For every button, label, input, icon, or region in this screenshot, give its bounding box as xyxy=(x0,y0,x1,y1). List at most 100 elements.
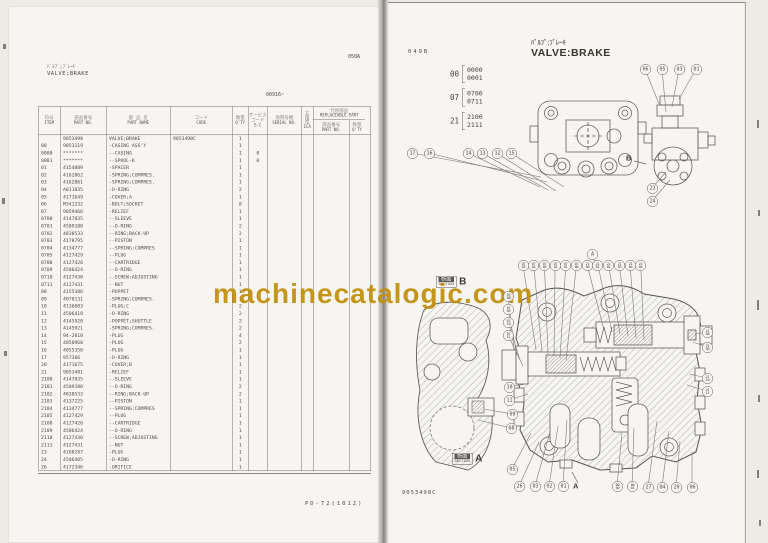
callout-A: A xyxy=(586,248,598,260)
table-cell: -PLUG xyxy=(107,346,171,354)
col-serial-no: 適用号機 SERIAL NO. xyxy=(268,106,302,135)
table-cell xyxy=(171,156,233,165)
table-cell xyxy=(350,456,365,463)
table-cell: 0702 xyxy=(39,229,61,238)
table-cell: 0700 xyxy=(39,215,61,223)
table-cell xyxy=(314,368,350,376)
table-cell: 4070131 xyxy=(61,295,107,303)
table-cell: 1 xyxy=(233,441,249,449)
table-cell xyxy=(249,346,268,354)
table-cell: 2 xyxy=(233,383,249,391)
table-cell xyxy=(350,361,365,368)
table-cell xyxy=(249,383,268,391)
callout-06: 06 xyxy=(639,63,651,75)
table-cell xyxy=(268,295,302,303)
table-cell xyxy=(350,427,365,434)
table-cell xyxy=(314,156,350,165)
table-cell xyxy=(302,200,314,208)
table-cell: -RELIEF xyxy=(107,207,171,216)
table-cell xyxy=(350,208,365,215)
table-cell xyxy=(268,302,302,311)
table-cell: 2104 xyxy=(39,404,61,413)
table-cell: 1 xyxy=(233,164,249,172)
table-cell xyxy=(314,317,350,325)
main-section-view xyxy=(501,285,713,473)
table-cell xyxy=(350,223,365,230)
table-cell xyxy=(302,412,314,420)
left-page-code: 050A xyxy=(348,54,361,60)
table-cell xyxy=(302,288,314,296)
table-cell xyxy=(314,302,350,311)
table-cell xyxy=(314,346,350,354)
table-cell xyxy=(302,361,314,369)
table-cell xyxy=(171,361,233,369)
table-cell: 4050968 xyxy=(61,339,107,347)
table-cell: 1 xyxy=(233,456,249,464)
parts-table-header: 符号 ITEM 部品番号 PART NO. 部 品 名 PART NAME コー… xyxy=(38,106,371,135)
table-cell xyxy=(350,405,365,412)
table-cell xyxy=(314,244,350,252)
table-cell xyxy=(268,193,302,201)
col-replaceable-part: 代替部品 REPLACEABLE PART 部品番号 PART NO. 数量 Q… xyxy=(313,107,365,135)
callout-03: 03 xyxy=(673,63,685,75)
table-cell xyxy=(171,200,233,208)
callout-24: 24 xyxy=(646,195,658,207)
table-cell xyxy=(350,339,365,346)
table-cell xyxy=(268,142,302,150)
table-cell xyxy=(314,404,350,413)
table-cell xyxy=(302,463,314,471)
table-cell: 1 xyxy=(233,295,249,303)
col-repl-part-no: 部品番号 PART NO. xyxy=(314,120,350,135)
table-cell xyxy=(171,193,233,201)
table-cell xyxy=(350,325,365,332)
table-cell xyxy=(350,463,365,470)
table-cell xyxy=(249,295,268,303)
table-cell: A811035 xyxy=(61,186,107,194)
table-cell xyxy=(268,412,302,420)
col-service-code: サービス コード S-C xyxy=(249,106,268,135)
table-cell xyxy=(268,404,302,413)
table-cell: 4154089 xyxy=(61,164,107,172)
table-cell: --SLEEVE xyxy=(107,375,171,384)
parts-table: 符号 ITEM 部品番号 PART NO. 部 品 名 PART NAME コー… xyxy=(38,106,371,472)
table-cell xyxy=(171,288,233,296)
table-cell: -COVER;A xyxy=(107,193,171,201)
table-cell xyxy=(268,244,302,252)
table-cell: --SCREW;ADJUSTING xyxy=(107,273,171,281)
table-cell xyxy=(249,441,268,449)
table-cell: 4506405 xyxy=(61,456,107,464)
table-cell: 2100 xyxy=(39,375,61,384)
table-cell: 9053498C xyxy=(171,135,233,143)
table-cell xyxy=(171,171,233,179)
table-cell: 2 xyxy=(233,390,249,398)
table-cell xyxy=(268,346,302,354)
table-cell xyxy=(314,332,350,340)
table-cell: -PLUG xyxy=(107,448,171,457)
table-cell xyxy=(314,463,350,471)
callout-23: 23 xyxy=(646,182,658,194)
table-cell xyxy=(302,375,314,384)
table-cell xyxy=(350,332,365,339)
table-cell xyxy=(350,215,365,222)
table-cell xyxy=(249,215,268,223)
callout-05: 05 xyxy=(656,63,668,75)
table-cell: 4127431 xyxy=(61,280,107,289)
table-cell: 26 xyxy=(39,463,61,471)
